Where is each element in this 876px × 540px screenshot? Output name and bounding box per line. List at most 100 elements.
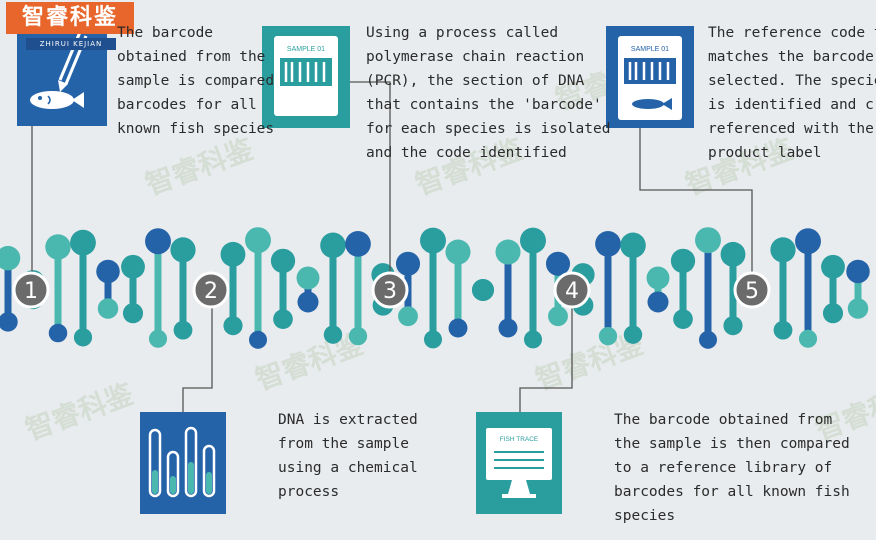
dna-node <box>798 329 818 348</box>
dna-node <box>472 279 494 301</box>
brand-logo: 智睿科鉴 ZHIRUI KEJIAN <box>6 2 134 52</box>
step-text-line: barcodes for all known fish <box>614 484 850 500</box>
monitor-screen-label: FISH TRACE <box>500 436 539 443</box>
monitor-icon: FISH TRACE <box>476 412 562 514</box>
dna-node <box>96 259 120 284</box>
step-text-line: selected. The species <box>708 73 876 89</box>
step-text-line: that contains the 'barcode' <box>366 97 602 113</box>
dna-node <box>420 227 446 254</box>
brand-subtitle: ZHIRUI KEJIAN <box>26 38 116 50</box>
step-text-line: The barcode <box>117 25 214 41</box>
step-4-text: The barcode obtained from the sample is t… <box>614 408 850 528</box>
dna-node <box>97 298 119 319</box>
dna-node <box>523 330 543 349</box>
dna-node <box>620 232 646 259</box>
dna-node <box>48 323 68 343</box>
step-5-text: The reference code thatmatches the barco… <box>708 21 876 165</box>
dna-node <box>395 251 421 276</box>
step-text-line: polymerase chain reaction <box>366 49 585 65</box>
dna-node <box>245 227 271 254</box>
dna-node <box>673 309 693 329</box>
step-2-badge: 2 <box>192 271 230 309</box>
dna-node <box>770 237 796 263</box>
dna-node <box>273 309 293 329</box>
dna-node <box>296 266 320 290</box>
test-tubes-icon <box>140 412 226 514</box>
dna-node <box>495 239 521 265</box>
step-text-line: (PCR), the section of DNA <box>366 73 585 89</box>
dna-node <box>423 330 443 349</box>
dna-node <box>548 306 568 327</box>
step-text-line: Using a process called <box>366 25 559 41</box>
dna-node <box>223 316 243 336</box>
dna-node <box>623 325 643 344</box>
step-text-line: the sample is then compared <box>614 436 850 452</box>
dna-node <box>723 316 743 336</box>
dna-node <box>773 320 793 340</box>
dna-node <box>270 248 296 274</box>
step-text-line: matches the barcode is <box>708 49 876 65</box>
dna-node <box>45 234 71 260</box>
dna-node <box>220 241 246 267</box>
dna-node <box>670 248 696 274</box>
sample-card-icon: SAMPLE 01 <box>262 26 350 128</box>
sample-fish-card-icon: SAMPLE 01 <box>606 26 694 128</box>
step-text-line: process <box>278 484 340 500</box>
dna-node <box>822 303 844 324</box>
dna-node <box>0 312 18 332</box>
step-text-line: barcodes for all <box>117 97 257 113</box>
dna-node <box>821 254 845 279</box>
step-5-badge: 5 <box>733 271 771 309</box>
dna-node <box>148 329 168 348</box>
step-text-line: known fish species <box>117 121 275 137</box>
dna-node <box>297 291 319 313</box>
step-text-line: The barcode obtained from <box>614 412 833 428</box>
step-number: 3 <box>383 279 397 304</box>
dna-node <box>598 326 618 346</box>
step-text-line: DNA is extracted <box>278 412 418 428</box>
dna-node <box>545 251 571 276</box>
dna-node <box>846 259 870 284</box>
dna-node <box>0 245 21 271</box>
brand-name: 智睿科鉴 <box>6 2 134 34</box>
dna-node <box>720 241 746 267</box>
dna-node <box>345 231 371 257</box>
sample-card-label-5: SAMPLE 01 <box>631 46 669 53</box>
dna-node <box>520 227 546 254</box>
dna-node <box>698 330 718 349</box>
dna-node <box>323 325 343 344</box>
dna-node <box>145 228 171 255</box>
step-text-line: sample is compared <box>117 73 275 89</box>
step-text-line: is identified and cross <box>708 97 876 113</box>
dna-node <box>248 330 268 349</box>
dna-node <box>498 318 518 338</box>
sample-card-label: SAMPLE 01 <box>287 46 325 53</box>
step-text-line: using a chemical <box>278 460 418 476</box>
dna-node <box>348 326 368 346</box>
step-text-line: to a reference library of <box>614 460 833 476</box>
step-text-line: species <box>614 508 676 524</box>
step-3-badge: 3 <box>371 271 409 309</box>
step-3-text: Using a process called polymerase chain r… <box>366 21 610 165</box>
dna-node <box>320 232 346 259</box>
step-4-badge: 4 <box>553 271 591 309</box>
dna-node <box>795 228 821 255</box>
dna-node <box>595 231 621 257</box>
dna-node <box>647 291 669 313</box>
step-1-text: The barcode obtained from the sample is co… <box>117 21 274 141</box>
dna-node <box>122 303 144 324</box>
step-number: 2 <box>204 279 218 304</box>
watermark-text: 智睿科鉴 <box>141 132 258 202</box>
step-text-line: referenced with the <box>708 121 874 137</box>
dna-node <box>847 298 869 319</box>
step-number: 4 <box>565 279 579 304</box>
step-text-line: obtained from the <box>117 49 266 65</box>
dna-node <box>646 266 670 290</box>
dna-node <box>170 237 196 263</box>
dna-node <box>448 318 468 338</box>
dna-node <box>173 320 193 340</box>
dna-node <box>445 239 471 265</box>
step-number: 5 <box>745 279 759 304</box>
